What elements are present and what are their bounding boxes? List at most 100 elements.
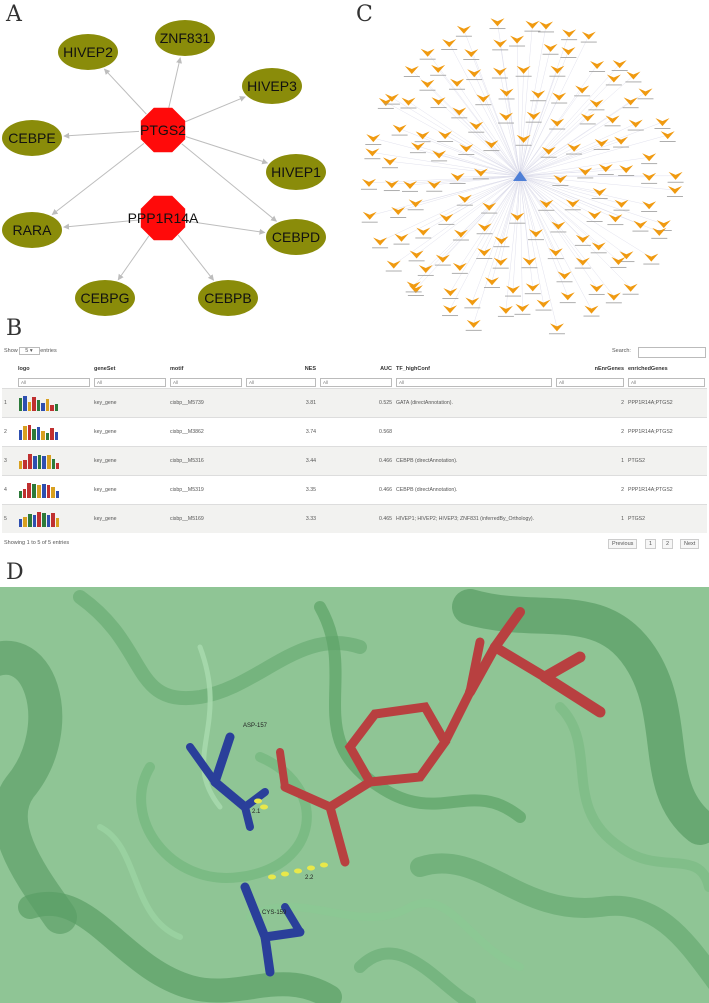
star-network-edge — [389, 161, 521, 177]
star-network-node-label — [590, 252, 607, 254]
hub-node-label: PPP1R14A — [128, 210, 199, 226]
filter-input-motif[interactable]: All — [170, 377, 242, 387]
star-network-node — [432, 150, 447, 159]
filter-input-enrichedgenes[interactable]: All — [628, 377, 705, 387]
filter-input-geneset[interactable]: All — [94, 377, 166, 387]
star-network-node — [581, 31, 596, 40]
star-network-node — [591, 242, 606, 251]
star-network-edge — [505, 116, 521, 177]
star-network-node-label — [489, 28, 506, 30]
column-header-enrichedgenes[interactable]: enrichedGenes — [628, 366, 668, 372]
cell-nes: 3.33 — [244, 504, 318, 533]
star-network-edge — [519, 175, 627, 256]
star-network-node — [459, 144, 474, 153]
star-network-edge — [519, 78, 614, 177]
column-header-auc[interactable]: AUC — [380, 366, 392, 372]
table-info: Showing 1 to 5 of 5 entries — [4, 540, 70, 546]
star-network-edge — [408, 101, 521, 177]
column-header-motif[interactable]: motif — [170, 366, 184, 372]
cell-motif: cisbp__M5169 — [168, 504, 244, 533]
star-network-node-label — [659, 141, 676, 142]
filter-input-tf-highconf[interactable]: All — [396, 377, 552, 387]
star-network-node-label — [579, 123, 596, 125]
star-network-node — [373, 237, 388, 246]
star-network-edge — [519, 35, 589, 177]
star-network-node — [606, 292, 621, 301]
star-network-node — [553, 175, 568, 184]
star-network-node — [575, 234, 590, 243]
column-header-tf-highconf[interactable]: TF_highConf — [396, 366, 430, 372]
star-network-edge — [519, 24, 533, 177]
star-network-edge — [399, 128, 521, 177]
star-network-edge — [466, 147, 521, 177]
star-network-node — [550, 65, 565, 74]
star-network-nodes — [360, 18, 684, 335]
star-network-node — [477, 223, 492, 232]
cell-geneset: key_gene — [92, 446, 168, 476]
star-network-node — [484, 140, 499, 149]
column-header-nenrgenes[interactable]: nEnrGenes — [594, 366, 624, 372]
cell-enrichedgenes: PPP1R14A;PTGS2 — [626, 417, 707, 447]
star-network-node-label — [610, 266, 627, 268]
column-header-nes[interactable]: NES — [304, 366, 316, 372]
pagination-page-2-button[interactable]: 2 — [662, 539, 674, 549]
star-network-diagram — [360, 18, 684, 335]
star-network-node — [552, 92, 567, 101]
cell-motif: cisbp__M5739 — [168, 388, 244, 418]
cell-auc: 0.525 — [318, 388, 394, 418]
filter-input-nes[interactable]: All — [246, 377, 316, 387]
column-header-geneset[interactable]: geneSet — [94, 366, 116, 372]
search-input[interactable] — [638, 347, 706, 358]
cell-enrichedgenes: PTGS2 — [626, 446, 707, 476]
star-network-node — [464, 49, 479, 58]
star-network-node-label — [552, 185, 569, 186]
target-node-label: CEBPD — [272, 229, 320, 245]
star-network-edge — [491, 175, 521, 282]
star-network-edge — [519, 175, 664, 225]
star-network-node-label — [383, 190, 400, 192]
star-network-node — [469, 121, 484, 130]
star-network-node-label — [514, 313, 531, 315]
star-network-node — [361, 178, 376, 187]
filter-input-nenrgenes[interactable]: All — [556, 377, 624, 387]
star-network-node-label — [497, 122, 514, 124]
pagination-page-1-button[interactable]: 1 — [645, 539, 657, 549]
table-row: 3 key_gene cisbp__M5316 3.44 0.466 CEBPB… — [2, 446, 707, 476]
star-network-edge — [519, 168, 627, 177]
page-length-select[interactable]: 5 ▾ — [19, 347, 41, 355]
star-network-node — [614, 199, 629, 208]
star-network-node-label — [622, 107, 639, 109]
star-network-edge — [519, 175, 568, 297]
star-network-node-label — [604, 125, 621, 127]
star-network-node — [605, 115, 620, 124]
star-network-node-label — [588, 109, 605, 111]
entries-label: entries — [40, 348, 57, 354]
target-node-label: HIVEP2 — [63, 44, 113, 60]
network-edge — [117, 235, 150, 281]
star-network-edge — [519, 175, 595, 216]
filter-input-logo[interactable]: All — [18, 377, 90, 387]
star-network-node — [557, 271, 572, 280]
star-network-node — [528, 229, 543, 238]
target-node-label: HIVEP3 — [247, 78, 297, 94]
star-network-node-label — [497, 315, 514, 317]
star-network-node-label — [468, 131, 485, 133]
cell-auc: 0.568 — [318, 417, 394, 447]
star-network-node-label — [574, 95, 591, 97]
star-network-node-label — [377, 107, 394, 109]
target-node-hivep2 — [58, 34, 118, 70]
pagination-previous-button[interactable]: Previous — [608, 539, 638, 549]
star-network-edge — [519, 167, 606, 177]
star-network-edge — [519, 140, 622, 177]
column-header-logo[interactable]: logo — [18, 366, 30, 372]
star-network-node — [525, 20, 540, 29]
pagination-next-button[interactable]: Next — [680, 539, 700, 549]
star-network-node-label — [402, 190, 419, 192]
cell-geneset: key_gene — [92, 417, 168, 447]
star-network-node-label — [637, 98, 654, 100]
filter-input-auc[interactable]: All — [320, 377, 392, 387]
star-network-edge — [519, 175, 614, 297]
table-filter-row: All All All All All All All All — [2, 376, 707, 389]
target-node-cebpd — [266, 219, 326, 255]
